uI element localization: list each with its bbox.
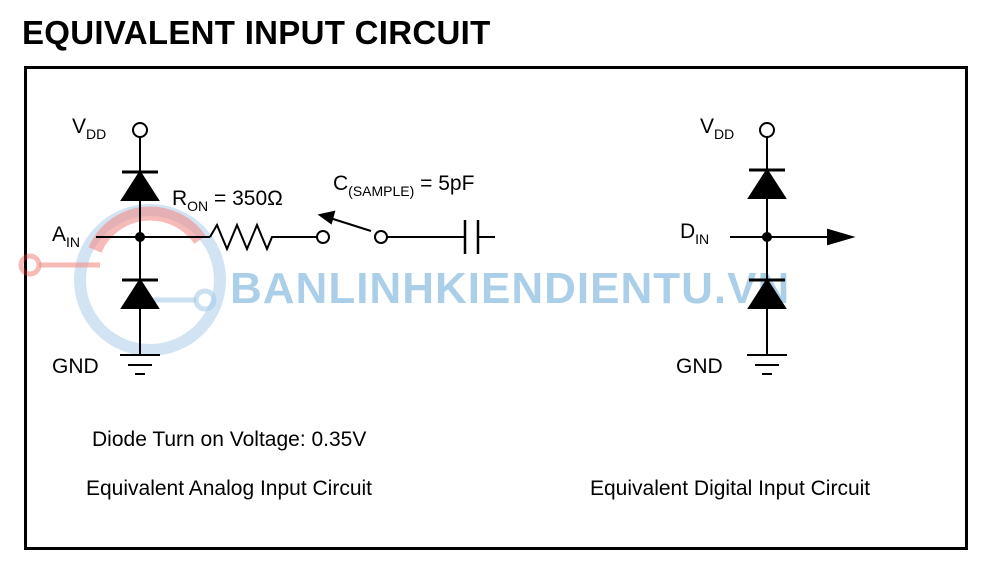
vdd-label-digital: VDD <box>700 115 734 142</box>
lower-diode-digital-icon <box>747 278 787 309</box>
switch-contact-left <box>316 230 330 244</box>
digital-caption: Equivalent Digital Input Circuit <box>590 477 870 500</box>
din-arrow-icon <box>827 228 856 246</box>
csample-label: C(SAMPLE) = 5pF <box>333 172 474 199</box>
diagram-frame <box>24 66 968 550</box>
upper-diode-digital-icon <box>747 168 787 199</box>
lower-diode-icon <box>120 278 160 309</box>
resistor-icon <box>209 222 317 252</box>
capacitor-icon <box>463 220 495 254</box>
ain-label: AIN <box>52 223 80 250</box>
ain-junction-dot <box>135 232 145 242</box>
upper-diode-icon <box>120 170 160 201</box>
analog-caption: Equivalent Analog Input Circuit <box>86 477 372 500</box>
gnd-label-analog: GND <box>52 355 99 378</box>
switch-arm <box>329 217 372 232</box>
watermark-logo-icon <box>18 204 226 356</box>
ground-icon-analog <box>120 354 160 375</box>
vdd-terminal-analog <box>132 122 148 138</box>
ground-icon-digital <box>747 354 787 375</box>
switch-arrow-icon <box>317 210 336 225</box>
diode-note: Diode Turn on Voltage: 0.35V <box>92 428 366 451</box>
ron-label: RON = 350Ω <box>172 187 283 214</box>
page-title: EQUIVALENT INPUT CIRCUIT <box>22 14 491 51</box>
digital-circuit <box>730 122 856 375</box>
vdd-terminal-digital <box>759 122 775 138</box>
vdd-label-analog: VDD <box>72 115 106 142</box>
din-junction-dot <box>762 232 772 242</box>
watermark-text: BANLINHKIENDIENTU.VN <box>230 264 790 313</box>
analog-circuit <box>96 122 495 375</box>
switch-contact-right <box>374 230 388 244</box>
din-label: DIN <box>680 220 709 247</box>
gnd-label-digital: GND <box>676 355 723 378</box>
